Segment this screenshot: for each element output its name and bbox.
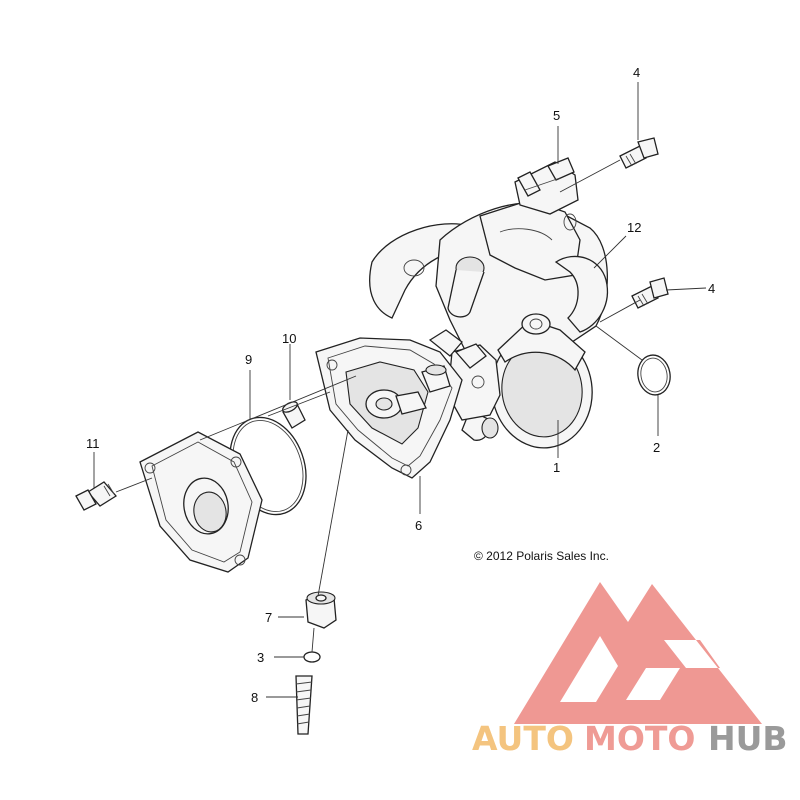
callouts: 1 2 3 4 4 5 6 7 8 9 10 11 12 xyxy=(86,65,715,705)
callout-8: 8 xyxy=(251,690,258,705)
pin-part xyxy=(282,401,306,429)
callout-6: 6 xyxy=(415,518,422,533)
sensor-part xyxy=(514,157,579,215)
copyright-text: © 2012 Polaris Sales Inc. xyxy=(474,549,609,563)
leader-lines xyxy=(93,82,707,698)
housing-cover-part xyxy=(315,329,487,479)
callout-2: 2 xyxy=(653,440,660,455)
callout-7: 7 xyxy=(265,610,272,625)
callout-11: 11 xyxy=(86,436,100,451)
nut-part-7 xyxy=(305,591,337,629)
logo-mark xyxy=(514,582,762,724)
callout-3: 3 xyxy=(257,650,264,665)
end-cover-plate xyxy=(139,431,263,573)
bolt-part-11 xyxy=(75,481,117,511)
stud-part-8 xyxy=(295,675,313,735)
watermark-moto: MOTO xyxy=(584,719,695,758)
watermark-logo xyxy=(514,582,762,724)
watermark-auto: AUTO xyxy=(472,719,574,758)
callout-9: 9 xyxy=(245,352,252,367)
screw-part-4-top xyxy=(619,137,659,169)
callout-4-right: 4 xyxy=(708,281,715,296)
watermark-hub: HUB xyxy=(708,719,788,758)
o-ring-part-2 xyxy=(637,354,671,396)
callout-10: 10 xyxy=(282,331,296,346)
screw-part-4-right xyxy=(631,277,669,309)
throttle-body-part xyxy=(369,199,608,449)
washer-part-3 xyxy=(303,651,321,663)
callout-4-top: 4 xyxy=(633,65,640,80)
callout-5: 5 xyxy=(553,108,560,123)
callout-12: 12 xyxy=(627,220,641,235)
callout-1: 1 xyxy=(553,460,560,475)
